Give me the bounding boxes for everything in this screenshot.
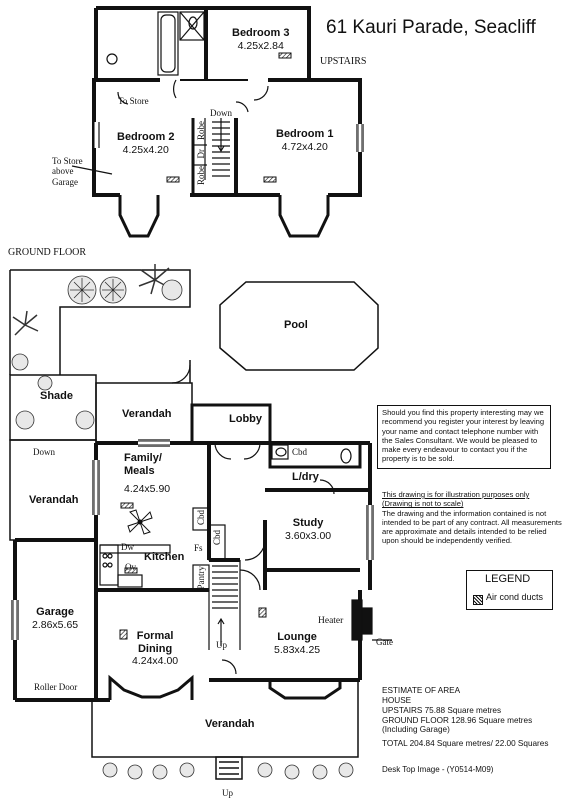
label-dishwasher: Dw (121, 542, 134, 552)
label-stair-down-upstairs: Down (210, 108, 232, 118)
label-roller-door: Roller Door (34, 682, 78, 692)
area-including: (Including Garage) (382, 725, 450, 735)
upstairs-heading: UPSTAIRS (320, 56, 367, 67)
garden-plants (11, 264, 354, 780)
label-fs: Fs (194, 543, 203, 553)
area-upstairs: UPSTAIRS 75.88 Square metres (382, 705, 502, 715)
label-verandah-rear: Verandah (122, 408, 172, 420)
label-entry-up: Up (222, 788, 233, 798)
label-down-ground: Down (33, 447, 55, 457)
notice-text: Should you find this property interestin… (382, 408, 545, 464)
legend-title: LEGEND (485, 573, 531, 585)
label-shade: Shade (40, 390, 74, 402)
pool-outline (219, 281, 379, 371)
label-cbd-hall: Cbd (212, 530, 222, 546)
label-gate: Gate (376, 637, 393, 647)
area-heading: ESTIMATE OF AREA (382, 686, 461, 695)
area-house: HOUSE (382, 695, 412, 705)
ceiling-fan-icon (127, 509, 153, 535)
upstairs-walls (92, 6, 362, 197)
label-kitchen: Kitchen (144, 551, 185, 563)
label-oven: Ov (125, 562, 136, 572)
label-pool: Pool (284, 319, 308, 331)
label-verandah-front: Verandah (205, 718, 255, 730)
label-pantry: Pantry (196, 566, 206, 590)
property-title: 61 Kauri Parade, Seacliff (326, 17, 536, 38)
legend-box: LEGEND Air cond ducts (466, 570, 553, 610)
label-verandah-side: Verandah (29, 494, 79, 506)
label-lobby: Lobby (229, 413, 262, 425)
area-total: TOTAL 204.84 Square metres/ 22.00 Square… (382, 739, 549, 749)
label-stair-up: Up (216, 640, 227, 650)
label-heater: Heater (318, 616, 344, 626)
disclaimer-line-2: (Drawing is not to scale) (382, 499, 464, 509)
air-cond-duct-swatch-icon (473, 595, 483, 605)
area-ground: GROUND FLOOR 128.96 Square metres (382, 715, 533, 725)
label-to-store-above-garage: To Store above Garage (52, 156, 83, 187)
disclaimer-body: The drawing and the information containe… (382, 508, 562, 546)
ground-floor-heading: GROUND FLOOR (8, 247, 87, 258)
label-cbd-kitchen: Cbd (196, 510, 206, 526)
label-robe-1: Robe (196, 121, 206, 140)
area-estimate: ESTIMATE OF AREA HOUSE UPSTAIRS 75.88 Sq… (382, 686, 548, 749)
label-dr: Dr (196, 149, 206, 159)
label-laundry: L/dry (292, 471, 319, 483)
label-to-store: To Store (118, 96, 149, 106)
disclaimer-line-1: This drawing is for illustration purpose… (382, 490, 530, 499)
notice-box: Should you find this property interestin… (377, 405, 551, 469)
footer-reference: Desk Top Image - (Y0514-M09) (382, 765, 494, 774)
label-cbd-laundry: Cbd (292, 447, 308, 457)
disclaimer: This drawing is for illustration purpose… (382, 490, 562, 546)
label-robe-2: Robe (196, 166, 206, 185)
legend-item-air-cond: Air cond ducts (486, 592, 544, 602)
upstairs-bays (118, 195, 330, 238)
